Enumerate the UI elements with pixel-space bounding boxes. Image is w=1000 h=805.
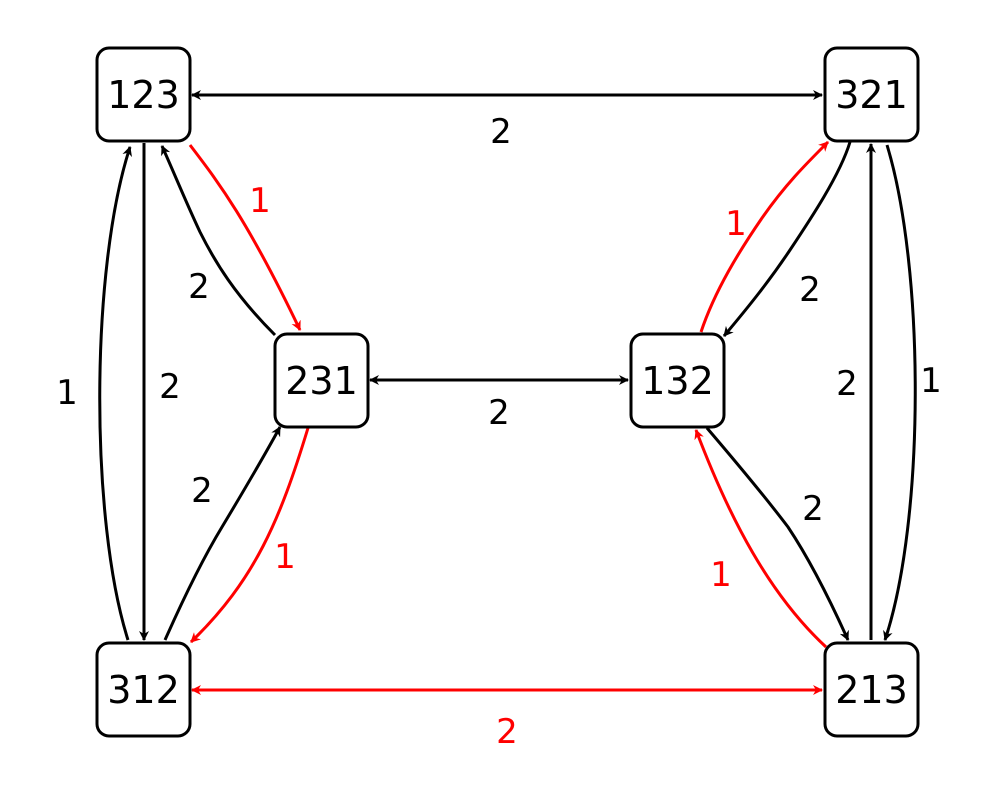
node-213: 213: [823, 641, 920, 738]
node-132: 132: [629, 332, 726, 429]
edge-231-312: [189, 427, 310, 644]
node-label-312: 312: [107, 668, 180, 712]
edge-label-312-231: 2: [191, 471, 213, 511]
edge-123-231: [188, 144, 302, 331]
node-label-132: 132: [641, 359, 714, 403]
edge-label-123-312: 2: [159, 367, 181, 407]
nodes: 123 321 231 132 312 213: [95, 46, 920, 738]
edge-labels: 2 2 2 2 1 1 2 2 1 1 2 2 1 2 1: [56, 112, 942, 752]
edge-231-123: [160, 145, 277, 337]
node-label-123: 123: [107, 73, 180, 117]
node-321: 321: [823, 46, 920, 143]
edge-312-231: [163, 426, 282, 641]
edge-132-213: [705, 427, 850, 641]
node-231: 231: [273, 332, 370, 429]
edge-label-312-213: 2: [496, 712, 518, 752]
edge-321-213: [883, 144, 917, 641]
edge-label-123-321: 2: [490, 112, 512, 152]
edge-label-231-312: 1: [274, 537, 296, 577]
edge-label-231-132: 2: [488, 393, 510, 433]
edge-label-123-231: 1: [249, 181, 271, 221]
edge-label-321-132: 2: [799, 270, 821, 310]
edge-label-321-213: 1: [920, 361, 942, 401]
node-label-321: 321: [835, 73, 908, 117]
edge-label-132-321: 1: [725, 204, 747, 244]
edge-312-123: [98, 146, 132, 641]
edge-132-321: [699, 140, 830, 333]
edge-label-213-132: 1: [710, 555, 732, 595]
node-123: 123: [95, 46, 192, 143]
edge-label-132-213: 2: [802, 489, 824, 529]
edge-label-213-321: 2: [836, 364, 858, 404]
edge-label-312-123: 1: [56, 373, 78, 413]
edges: [98, 90, 917, 695]
node-label-231: 231: [285, 359, 358, 403]
edge-label-231-123: 2: [188, 267, 210, 307]
edge-321-132: [722, 141, 852, 337]
node-label-213: 213: [835, 668, 908, 712]
edge-213-132: [694, 429, 828, 649]
node-312: 312: [95, 641, 192, 738]
